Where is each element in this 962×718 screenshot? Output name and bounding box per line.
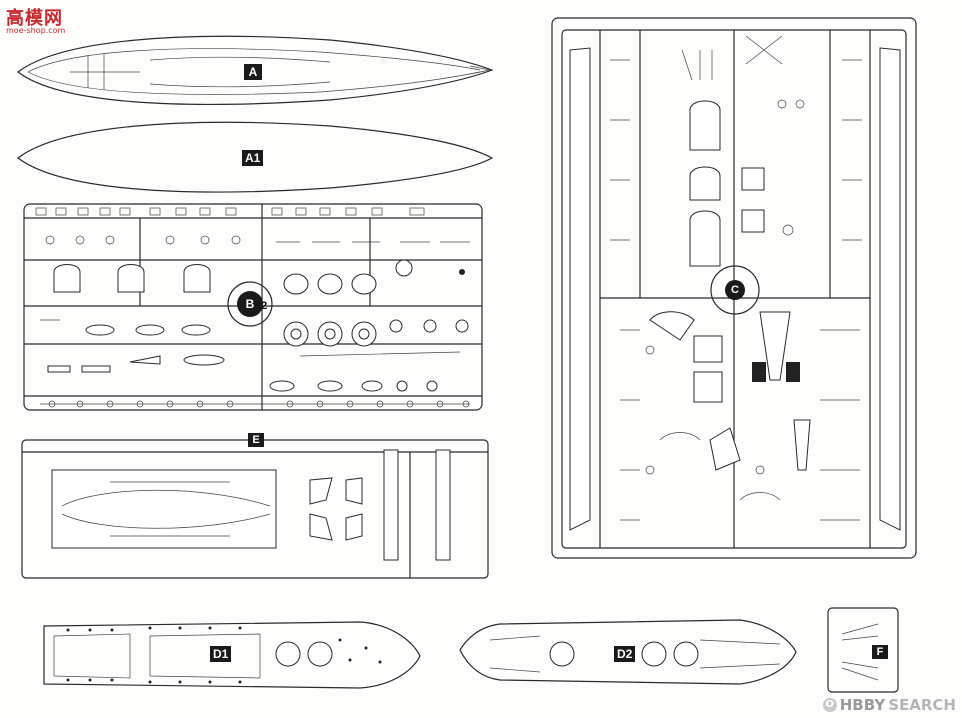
watermark-bby: BBY bbox=[852, 696, 886, 714]
label-a1: A1 bbox=[242, 150, 264, 166]
label-e: E bbox=[248, 433, 264, 447]
label-a: A bbox=[244, 64, 262, 80]
site-logo: 高模网 moe-shop.com bbox=[6, 4, 76, 38]
label-b-quantity: x2 bbox=[255, 300, 268, 312]
label-b: B bbox=[237, 291, 263, 317]
deck-part-d2 bbox=[459, 619, 797, 685]
label-d2: D2 bbox=[614, 646, 636, 662]
logo-glyph: 高模网 bbox=[6, 8, 63, 29]
label-d1: D1 bbox=[210, 646, 232, 662]
label-f: F bbox=[872, 645, 888, 659]
sprue-f bbox=[827, 607, 899, 693]
logo-url: moe-shop.com bbox=[6, 26, 66, 35]
sprue-e bbox=[21, 439, 489, 579]
sprue-b bbox=[23, 203, 483, 411]
watermark-mark: O bbox=[822, 698, 837, 712]
sprue-c bbox=[551, 17, 917, 559]
hull-part-a bbox=[17, 35, 494, 106]
watermark-search: SEARCH bbox=[888, 696, 956, 714]
hull-part-a1 bbox=[17, 121, 494, 193]
deck-part-d1 bbox=[43, 621, 421, 689]
label-c: C bbox=[725, 280, 745, 300]
watermark-h: H bbox=[839, 696, 853, 714]
